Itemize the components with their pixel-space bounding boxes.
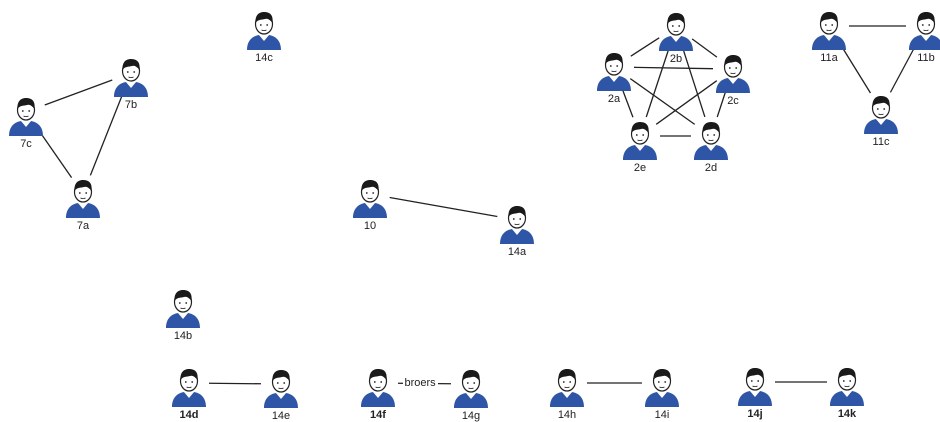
person-avatar-icon (830, 368, 864, 406)
person-avatar-icon (694, 122, 728, 160)
person-avatar-icon (454, 370, 488, 408)
edge-2c-2e (655, 80, 718, 125)
person-avatar-icon (114, 59, 148, 97)
person-label: 2b (669, 53, 683, 65)
person-label: 2a (607, 93, 621, 105)
person-label: 14d (179, 409, 199, 421)
person-avatar-icon (716, 55, 750, 93)
person-label: 14i (654, 409, 670, 421)
person-label: 2c (727, 95, 739, 107)
person-avatar-icon (172, 369, 206, 407)
person-avatar-icon (166, 290, 200, 328)
person-node-14k: 14k (825, 366, 869, 422)
edge-2a-2d (629, 78, 696, 125)
person-label: 14k (837, 408, 857, 420)
person-node-7a: 7a (61, 178, 105, 238)
person-label: 14g (461, 410, 481, 422)
person-node-14d: 14d (167, 367, 211, 422)
person-label: 14b (173, 330, 193, 342)
person-node-14i: 14i (640, 367, 684, 422)
person-label: 14e (271, 410, 291, 422)
person-node-14j: 14j (733, 366, 777, 422)
edge-2a-2c (633, 66, 714, 70)
person-node-7b: 7b (109, 57, 153, 117)
person-label: 7c (20, 138, 32, 150)
person-label: 10 (363, 220, 377, 232)
person-avatar-icon (909, 12, 940, 50)
person-avatar-icon (864, 96, 898, 134)
person-node-11b: 11b (904, 10, 940, 70)
person-avatar-icon (738, 368, 772, 406)
person-node-11a: 11a (807, 10, 851, 70)
edge-2b-2d (681, 45, 706, 118)
person-label: 11c (872, 136, 890, 148)
person-avatar-icon (361, 369, 395, 407)
person-node-14g: 14g (449, 368, 493, 422)
person-label: 7b (124, 99, 138, 111)
person-node-10: 10 (348, 178, 392, 238)
edge-10-14a (389, 196, 498, 218)
person-node-11c: 11c (859, 94, 903, 154)
person-avatar-icon (353, 180, 387, 218)
edge-label-14f-14g: broers (402, 376, 438, 389)
edge-11a-11c (838, 42, 872, 94)
person-node-14b: 14b (161, 288, 205, 348)
edge-7c-7a (36, 128, 73, 178)
person-node-2e: 2e (618, 120, 662, 180)
person-node-14a: 14a (495, 204, 539, 264)
person-node-14c: 14c (242, 10, 286, 70)
edge-2b-2e (645, 45, 671, 118)
person-label: 2e (633, 162, 647, 174)
person-avatar-icon (500, 206, 534, 244)
edge-14d-14e (208, 382, 262, 385)
person-avatar-icon (623, 122, 657, 160)
person-avatar-icon (597, 53, 631, 91)
person-label: 2d (704, 162, 718, 174)
edge-7b-7a (89, 91, 125, 176)
person-label: 14j (747, 408, 763, 420)
person-avatar-icon (659, 13, 693, 51)
person-avatar-icon (9, 98, 43, 136)
person-avatar-icon (645, 369, 679, 407)
person-node-2d: 2d (689, 120, 733, 180)
edge-7c-7b (44, 79, 113, 106)
person-avatar-icon (247, 12, 281, 50)
person-avatar-icon (812, 12, 846, 50)
person-label: 7a (76, 220, 90, 232)
person-node-2a: 2a (592, 51, 636, 111)
person-node-2b: 2b (654, 11, 698, 71)
edge-2b-2c (691, 38, 718, 58)
person-node-14e: 14e (259, 368, 303, 422)
person-label: 11a (820, 52, 838, 64)
person-label: 14a (507, 246, 527, 258)
edge-2a-2b (630, 37, 660, 57)
person-label: 14h (557, 409, 577, 421)
person-avatar-icon (66, 180, 100, 218)
person-node-14f: 14f (356, 367, 400, 422)
person-avatar-icon (264, 370, 298, 408)
person-label: 14f (370, 409, 386, 421)
person-avatar-icon (550, 369, 584, 407)
person-node-2c: 2c (711, 53, 755, 113)
person-label: 11b (917, 52, 935, 64)
person-node-14h: 14h (545, 367, 589, 422)
person-node-7c: 7c (4, 96, 48, 156)
edge-11b-11c (889, 43, 918, 93)
person-label: 14c (255, 52, 273, 64)
